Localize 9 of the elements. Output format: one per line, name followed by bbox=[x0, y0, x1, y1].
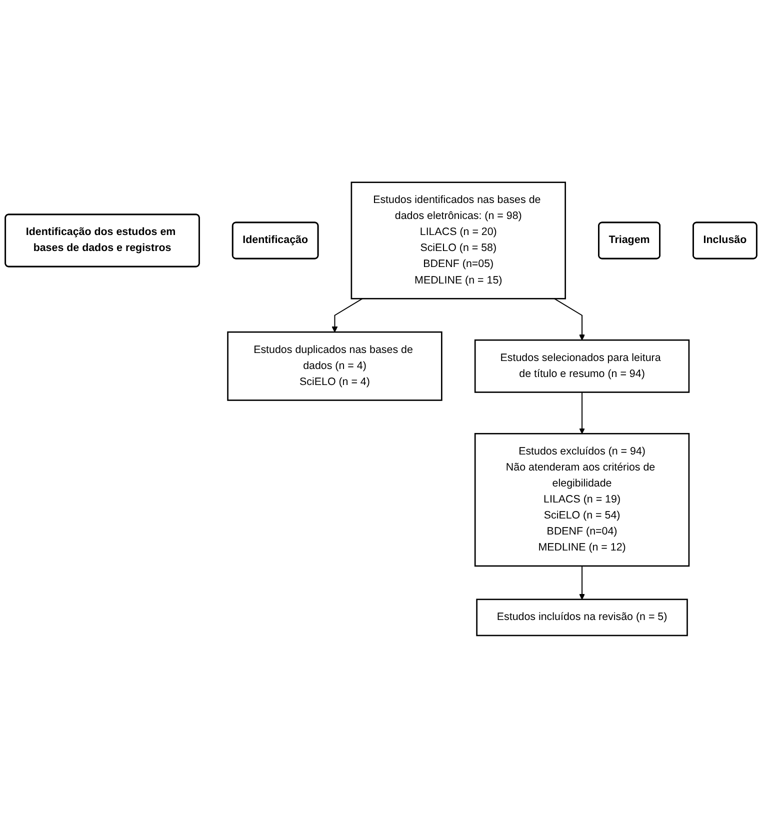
node-box: Estudos incluídos na revisão (n = 5) bbox=[476, 598, 688, 636]
arrow bbox=[332, 298, 363, 332]
node-box: Estudos selecionados para leitura de título e resumo (n = 94) bbox=[474, 339, 690, 392]
arrow bbox=[579, 392, 585, 434]
node-box: Estudos excluídos (n = 94) Não atenderam aos critérios de elegibilidade LILACS (n = 19) SciELO (n = 54) BDENF (n=04) MEDLINE (n = 12) bbox=[474, 432, 690, 566]
node-box: Estudos duplicados nas bases de dados (n = 4) SciELO (n = 4) bbox=[227, 330, 442, 400]
arrow bbox=[579, 566, 585, 600]
node-box: Estudos identificados nas bases de dados eletrônicas: (n = 98) LILACS (n = 20) SciELO (n = 58) BDENF (n=05) MEDLINE (n = 15) bbox=[350, 181, 566, 299]
arrow bbox=[554, 298, 585, 340]
